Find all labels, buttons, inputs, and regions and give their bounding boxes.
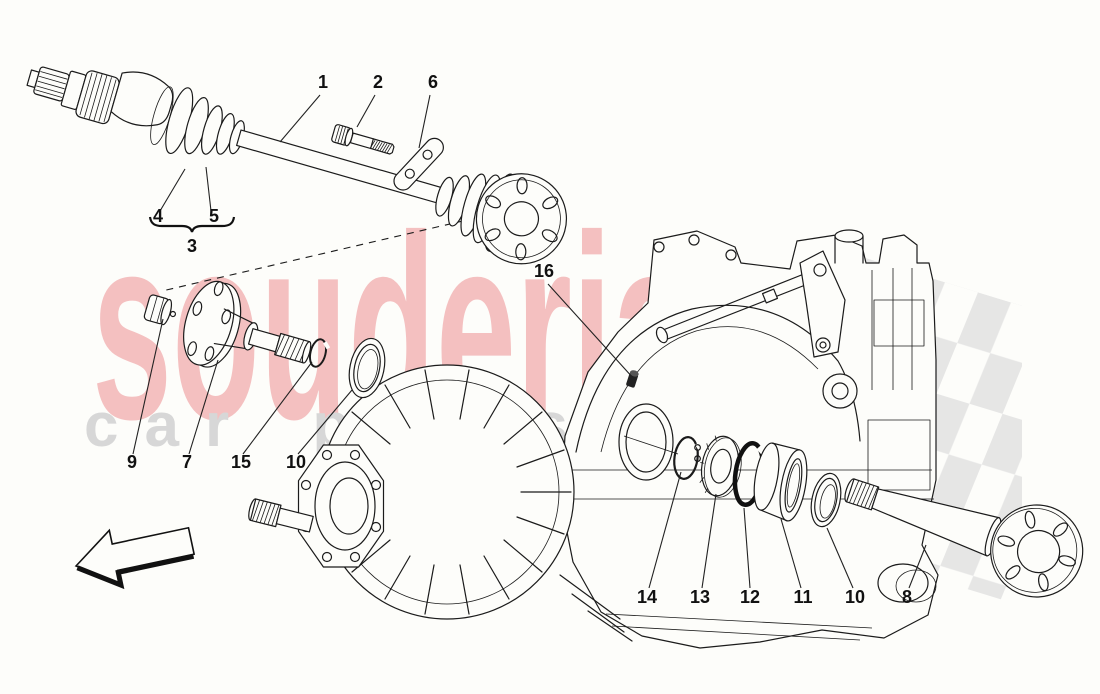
callout-9: 9 bbox=[127, 452, 137, 472]
seal-ring-10-right bbox=[810, 472, 842, 528]
callout-leader-6 bbox=[418, 94, 431, 149]
direction-arrow bbox=[74, 526, 196, 590]
input-stub-shaft bbox=[248, 498, 314, 533]
callout-leader-13 bbox=[701, 493, 717, 589]
callout-12: 12 bbox=[740, 587, 760, 607]
callout-14: 14 bbox=[637, 587, 657, 607]
callout-leader-14 bbox=[648, 471, 682, 589]
bolt-2 bbox=[331, 124, 395, 155]
callout-16: 16 bbox=[534, 261, 554, 281]
callout-leader-11 bbox=[780, 518, 802, 589]
callout-2: 2 bbox=[373, 72, 383, 92]
retaining-plate-6 bbox=[393, 137, 444, 191]
callout-15: 15 bbox=[231, 452, 251, 472]
circlip-14 bbox=[673, 436, 704, 480]
callout-10: 10 bbox=[286, 452, 306, 472]
callout-leader-16 bbox=[547, 283, 635, 380]
callout-leader-2 bbox=[356, 94, 376, 128]
callout-leader-10 bbox=[826, 527, 854, 589]
callout-4: 4 bbox=[153, 206, 163, 226]
circlip-15 bbox=[308, 338, 331, 368]
callout-leader-5 bbox=[205, 166, 212, 212]
seal-ring-10-left bbox=[348, 337, 386, 399]
callout-leader-10 bbox=[297, 389, 353, 455]
label-3-brace bbox=[148, 216, 236, 233]
callout-leader-4 bbox=[159, 168, 186, 212]
callout-3: 3 bbox=[187, 236, 197, 256]
spacer-sleeve-11 bbox=[753, 442, 808, 522]
gearbox-housing bbox=[559, 229, 939, 649]
callout-8: 8 bbox=[902, 587, 912, 607]
callout-7: 7 bbox=[182, 452, 192, 472]
bleed-valve bbox=[626, 370, 639, 388]
circlip-position-line bbox=[623, 435, 679, 455]
callout-11: 11 bbox=[793, 587, 812, 607]
callout-leader-9 bbox=[132, 318, 164, 455]
differential-cover bbox=[248, 364, 575, 620]
cooling-fins bbox=[351, 369, 572, 615]
callout-leader-8 bbox=[908, 544, 927, 589]
callout-1: 1 bbox=[318, 72, 328, 92]
callout-10: 10 bbox=[845, 587, 865, 607]
bearing-13 bbox=[699, 435, 742, 498]
callout-leader-7 bbox=[188, 359, 219, 455]
callout-leader-15 bbox=[242, 361, 313, 455]
callout-leader-1 bbox=[279, 94, 321, 143]
axle-shaft-assembly bbox=[26, 66, 568, 265]
callout-13: 13 bbox=[690, 587, 710, 607]
callout-leader-12 bbox=[743, 507, 751, 589]
callout-5: 5 bbox=[209, 206, 219, 226]
flange-nut-9 bbox=[143, 294, 177, 326]
callout-6: 6 bbox=[428, 72, 438, 92]
cv-joint-flange bbox=[475, 173, 568, 265]
axle-stub-shaft-8 bbox=[844, 478, 1084, 598]
hub-flange-assembly bbox=[143, 280, 312, 368]
